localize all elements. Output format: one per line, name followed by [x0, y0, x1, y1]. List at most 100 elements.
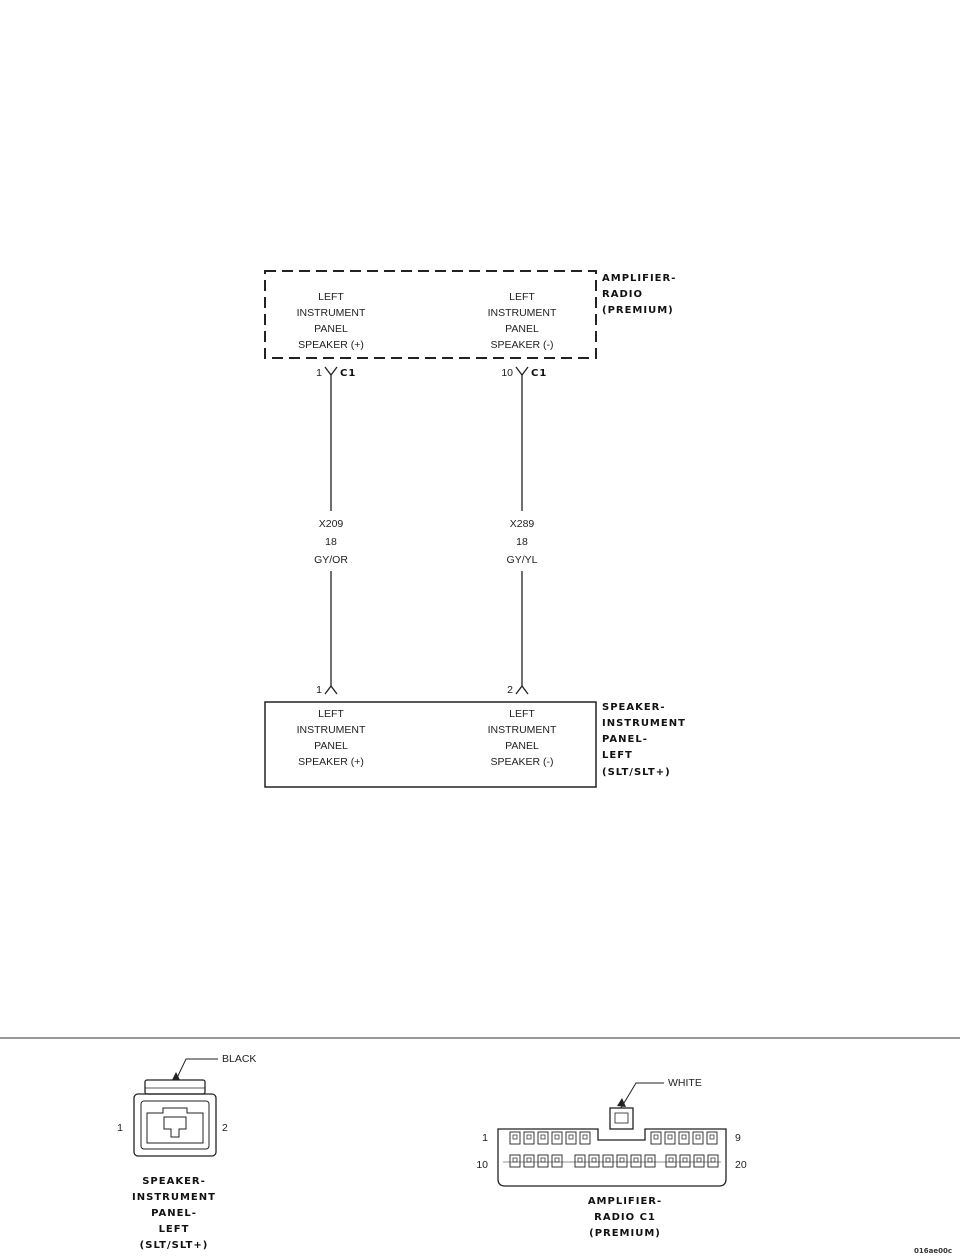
amp-conn-pin-20: 20 [735, 1159, 747, 1171]
amplifier-connector-view [497, 1107, 727, 1187]
wire-1-circuit: X209 [319, 518, 344, 530]
amp-title-line1: AMPLIFIER- [602, 273, 676, 284]
amp-cavity-bottom-12 [679, 1154, 691, 1168]
amp-cavity-top-3 [537, 1131, 549, 1145]
amp-cavity-bottom-5-contact [577, 1157, 583, 1163]
amp-conn-title-line2: RADIO C1 [594, 1212, 656, 1223]
wire-2-color: GY/YL [507, 554, 538, 566]
amp-cavity-bottom-11-contact [668, 1157, 674, 1163]
amp-pin-b-line1: LEFT [509, 291, 535, 303]
amp-cavity-bottom-10 [644, 1154, 656, 1168]
amp-cavity-bottom-4 [551, 1154, 563, 1168]
wire-2-gauge: 18 [516, 536, 528, 548]
amp-conn-a-pin: 1 [316, 367, 322, 379]
amp-cavity-top-1-contact [512, 1134, 518, 1140]
amp-cavity-top-10 [692, 1131, 704, 1145]
amp-cavity-top-6-contact [582, 1134, 588, 1140]
speaker-conn-pin-right: 2 [222, 1122, 228, 1134]
amplifier-radio-box [264, 270, 597, 359]
amp-cavity-top-8 [664, 1131, 676, 1145]
speaker-conn-title-line4: LEFT [159, 1224, 190, 1235]
amp-cavity-bottom-8-contact [619, 1157, 625, 1163]
white-callout-arrow-icon [617, 1098, 626, 1107]
amp-cavity-bottom-6 [588, 1154, 600, 1168]
amp-cavity-bottom-14-contact [710, 1157, 716, 1163]
spk-pin2-terminal-icon [515, 684, 529, 695]
amp-conn-pin-10: 10 [476, 1159, 488, 1171]
spk-pin-b-line3: PANEL [505, 740, 539, 752]
amp-cavity-bottom-2-contact [526, 1157, 532, 1163]
wire-2-circuit: X289 [510, 518, 535, 530]
amp-cavity-top-7 [650, 1131, 662, 1145]
speaker-conn-color: BLACK [222, 1053, 256, 1065]
amp-cavity-top-4 [551, 1131, 563, 1145]
amp-cavity-bottom-2 [523, 1154, 535, 1168]
speaker-box [264, 701, 597, 788]
amp-pin-a-line4: SPEAKER (+) [298, 339, 364, 351]
speaker-conn-title-line1: SPEAKER- [142, 1176, 206, 1187]
amp-conn-color: WHITE [668, 1077, 702, 1089]
amp-conn-b-pin: 10 [501, 367, 513, 379]
amp-cavity-bottom-7 [602, 1154, 614, 1168]
amp-c1-pin10-terminal-icon [515, 366, 529, 377]
amp-cavity-bottom-14 [707, 1154, 719, 1168]
speaker-conn-title-line2: INSTRUMENT [132, 1192, 216, 1203]
amp-cavity-top-8-contact [667, 1134, 673, 1140]
amp-title-line3: (PREMIUM) [602, 305, 674, 316]
black-callout-arrow-icon [172, 1072, 180, 1080]
amp-cavity-bottom-13-contact [696, 1157, 702, 1163]
amp-conn-a-name: C1 [340, 368, 356, 379]
spk-title-line5: (SLT/SLT+) [602, 767, 671, 778]
amp-conn-title-line1: AMPLIFIER- [588, 1196, 662, 1207]
amp-pin-b-line2: INSTRUMENT [488, 307, 557, 319]
spk-conn-b-pin: 2 [507, 684, 513, 696]
amp-cavity-bottom-3 [537, 1154, 549, 1168]
amp-cavity-bottom-12-contact [682, 1157, 688, 1163]
amp-cavity-top-6 [579, 1131, 591, 1145]
amp-cavity-bottom-11 [665, 1154, 677, 1168]
spk-title-line4: LEFT [602, 750, 633, 761]
spk-pin-b-line2: INSTRUMENT [488, 724, 557, 736]
amp-pin-a-line1: LEFT [318, 291, 344, 303]
amp-pin-b-line4: SPEAKER (-) [490, 339, 553, 351]
amp-cavity-top-2 [523, 1131, 535, 1145]
amp-title-line2: RADIO [602, 289, 643, 300]
spk-conn-a-pin: 1 [316, 684, 322, 696]
speaker-conn-title-line3: PANEL- [151, 1208, 197, 1219]
amp-cavity-top-11 [706, 1131, 718, 1145]
amp-pin-a-line2: INSTRUMENT [297, 307, 366, 319]
amp-cavity-bottom-7-contact [605, 1157, 611, 1163]
amp-cavity-top-1 [509, 1131, 521, 1145]
amp-conn-b-name: C1 [531, 368, 547, 379]
black-callout-leader [175, 1058, 218, 1081]
spk-title-line1: SPEAKER- [602, 702, 666, 713]
spk-pin-a-line1: LEFT [318, 708, 344, 720]
amp-cavity-top-9-contact [681, 1134, 687, 1140]
amp-pin-b-line3: PANEL [505, 323, 539, 335]
amp-cavity-top-5-contact [568, 1134, 574, 1140]
amp-cavity-top-3-contact [540, 1134, 546, 1140]
amp-cavity-bottom-9-contact [633, 1157, 639, 1163]
amp-cavity-top-9 [678, 1131, 690, 1145]
speaker-connector-view [133, 1079, 217, 1157]
amp-cavity-bottom-1 [509, 1154, 521, 1168]
amp-conn-title-line3: (PREMIUM) [589, 1228, 661, 1239]
amp-cavity-top-10-contact [695, 1134, 701, 1140]
amp-cavity-bottom-1-contact [512, 1157, 518, 1163]
amp-cavity-bottom-10-contact [647, 1157, 653, 1163]
amp-cavity-top-5 [565, 1131, 577, 1145]
spk-pin1-terminal-icon [324, 684, 338, 695]
amp-cavity-top-7-contact [653, 1134, 659, 1140]
amp-cavity-top-2-contact [526, 1134, 532, 1140]
white-callout-leader [620, 1082, 664, 1109]
spk-pin-a-line3: PANEL [314, 740, 348, 752]
amp-cavity-bottom-4-contact [554, 1157, 560, 1163]
amp-cavity-bottom-6-contact [591, 1157, 597, 1163]
amp-cavity-bottom-8 [616, 1154, 628, 1168]
amp-cavity-bottom-13 [693, 1154, 705, 1168]
amp-cavity-bottom-9 [630, 1154, 642, 1168]
spk-pin-a-line2: INSTRUMENT [297, 724, 366, 736]
amp-c1-pin1-terminal-icon [324, 366, 338, 377]
